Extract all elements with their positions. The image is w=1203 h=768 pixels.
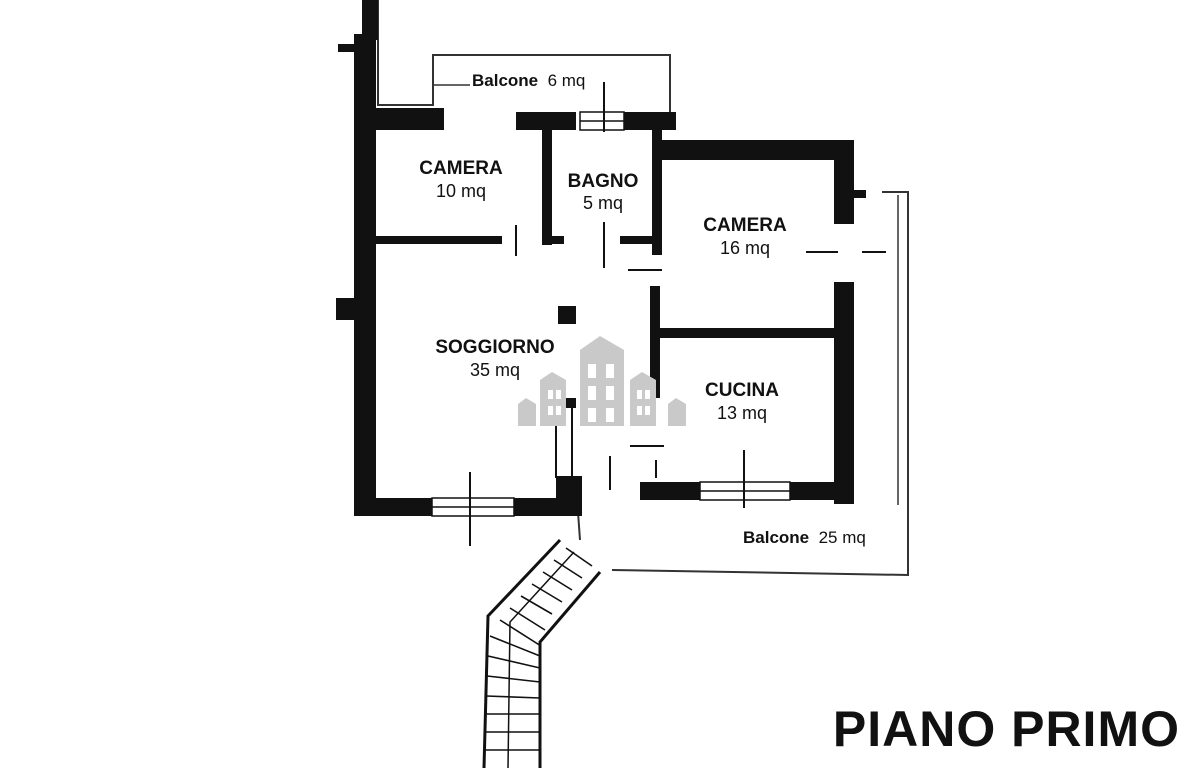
room-camera-10-area: 10 mq bbox=[436, 181, 486, 201]
balcony-right-name: Balcone bbox=[743, 528, 809, 547]
thin-outlines bbox=[377, 0, 909, 577]
balcony-top-label: Balcone 6 mq bbox=[472, 71, 585, 90]
room-soggiorno-name: SOGGIORNO bbox=[435, 337, 554, 358]
staircase bbox=[482, 538, 602, 768]
door-marks bbox=[469, 82, 886, 546]
room-cucina-area: 13 mq bbox=[717, 403, 767, 423]
buildings-watermark-icon bbox=[518, 336, 686, 426]
balcony-top-area: 6 mq bbox=[548, 71, 586, 90]
balcony-top-name: Balcone bbox=[472, 71, 538, 90]
balcony-right-area: 25 mq bbox=[819, 528, 866, 547]
room-labels: CAMERA 10 mq BAGNO 5 mq CAMERA 16 mq SOG… bbox=[419, 158, 787, 423]
floor-title: PIANO PRIMO bbox=[833, 701, 1180, 757]
room-bagno-name: BAGNO bbox=[568, 171, 639, 192]
walls bbox=[336, 0, 866, 516]
room-soggiorno-area: 35 mq bbox=[470, 360, 520, 380]
balcony-right-label: Balcone 25 mq bbox=[743, 528, 866, 547]
room-cucina-name: CUCINA bbox=[705, 380, 779, 401]
room-camera-16-area: 16 mq bbox=[720, 238, 770, 258]
room-camera-10-name: CAMERA bbox=[419, 158, 503, 179]
room-bagno-area: 5 mq bbox=[583, 193, 623, 213]
balcony-labels: Balcone 6 mq Balcone 25 mq bbox=[472, 71, 866, 547]
room-camera-16-name: CAMERA bbox=[703, 215, 787, 236]
